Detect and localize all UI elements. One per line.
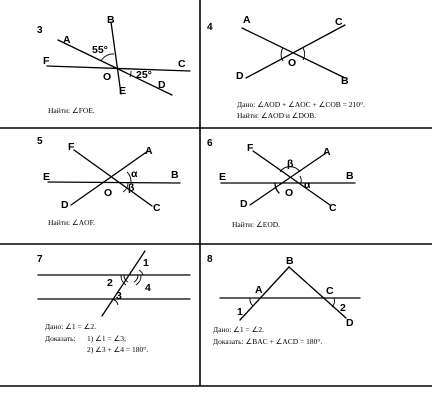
point-label-d: D bbox=[346, 317, 354, 329]
point-label-a: A bbox=[255, 284, 263, 296]
angle-arc-aod bbox=[280, 47, 284, 62]
find-text: Найти: ∠EOD. bbox=[232, 220, 280, 229]
angle-label-55: 55° bbox=[92, 44, 108, 56]
given-text: Дано: ∠1 = ∠2. bbox=[45, 322, 96, 331]
point-label-a: A bbox=[323, 146, 331, 158]
point-label-b: B bbox=[171, 169, 179, 181]
point-label-d: D bbox=[240, 198, 248, 210]
point-label-o: O bbox=[285, 187, 293, 199]
problem-number: 4 bbox=[207, 22, 213, 33]
line-ad bbox=[57, 39, 173, 96]
prove-text: Доказать: ∠BAC + ∠ACD = 180°. bbox=[213, 337, 322, 346]
angle-arc-2 bbox=[123, 274, 129, 283]
point-label-d: D bbox=[158, 79, 166, 91]
point-label-b: B bbox=[107, 14, 115, 26]
angle-label-25: 25° bbox=[136, 69, 152, 81]
angle-arc-cob bbox=[302, 47, 305, 61]
point-label-a: A bbox=[63, 34, 71, 46]
prove-item-1: 1) ∠1 = ∠3; bbox=[87, 334, 126, 343]
point-label-e: E bbox=[119, 85, 126, 97]
point-label-b: B bbox=[346, 170, 354, 182]
line-fc bbox=[73, 149, 153, 207]
point-label-c: C bbox=[326, 285, 334, 297]
point-label-a: A bbox=[243, 14, 251, 26]
given-text: Дано: ∠AOD + ∠AOC + ∠COB = 210°. bbox=[237, 100, 365, 109]
angle-arc-beta bbox=[122, 181, 129, 193]
find-text: Найти: ∠AOD и ∠DOB. bbox=[237, 111, 316, 120]
angle-label-1: 1 bbox=[143, 257, 149, 269]
angle-arc-2b bbox=[120, 274, 127, 286]
point-label-o: O bbox=[103, 71, 111, 83]
angle-label-alpha: α bbox=[131, 168, 138, 180]
point-label-d: D bbox=[236, 70, 244, 82]
angle-label-4: 4 bbox=[145, 282, 151, 294]
line-fc bbox=[252, 150, 331, 206]
angle-arc-25 bbox=[129, 70, 132, 78]
angle-arc-4 bbox=[133, 274, 139, 283]
angle-label-alpha: α bbox=[304, 179, 311, 191]
prove-item-2: 2) ∠3 + ∠4 = 180°. bbox=[87, 345, 148, 354]
line-be bbox=[110, 21, 122, 95]
grid-lines bbox=[0, 0, 432, 387]
problem-number: 3 bbox=[37, 25, 43, 36]
angle-arc-2 bbox=[331, 297, 335, 308]
problem-7: 7 1 2 4 3 Дано: ∠1 = ∠2. Доказать: 1) ∠1… bbox=[37, 250, 191, 354]
problem-4: 4 A C O D B Дано: ∠AOD + ∠AOC + ∠COB = 2… bbox=[207, 14, 365, 120]
angle-arc-eod bbox=[274, 182, 280, 194]
point-label-f: F bbox=[43, 55, 50, 67]
problem-number: 7 bbox=[37, 254, 43, 265]
problem-8: 8 B A C D 1 2 Дано: ∠1 = ∠2. Доказать: ∠… bbox=[207, 254, 361, 346]
angle-label-3: 3 bbox=[116, 290, 122, 302]
point-label-c: C bbox=[153, 202, 161, 214]
point-label-b: B bbox=[341, 75, 349, 87]
given-text: Дано: ∠1 = ∠2. bbox=[213, 325, 264, 334]
angle-label-beta: β bbox=[128, 182, 135, 194]
problem-5: 5 F A E B D C O α β Найти: ∠AOF. bbox=[37, 136, 181, 227]
point-label-o: O bbox=[104, 187, 112, 199]
line-ad bbox=[249, 152, 327, 206]
angle-arc-alpha bbox=[299, 175, 302, 184]
prove-label: Доказать: bbox=[45, 334, 76, 343]
angle-label-beta: β bbox=[287, 158, 294, 170]
angle-arc-1 bbox=[138, 269, 144, 276]
angle-arc-55 bbox=[100, 53, 115, 62]
point-label-b: B bbox=[286, 255, 294, 267]
point-label-f: F bbox=[68, 141, 75, 153]
angle-label-1: 1 bbox=[237, 306, 243, 318]
problem-6: 6 F A E B D C O β α Найти: ∠EOD. bbox=[207, 138, 356, 229]
find-text: Найти: ∠FOE. bbox=[48, 106, 95, 115]
angle-arc-alpha bbox=[126, 171, 132, 183]
line-cd bbox=[245, 24, 346, 79]
problem-number: 5 bbox=[37, 136, 43, 147]
point-label-c: C bbox=[329, 202, 337, 214]
angle-arc-1 bbox=[249, 297, 254, 307]
problem-3: 3 B A F C O E D 55° 25° Найти: ∠FOE. bbox=[37, 14, 191, 115]
point-label-e: E bbox=[219, 171, 226, 183]
angle-label-2: 2 bbox=[340, 302, 346, 314]
point-label-c: C bbox=[335, 16, 343, 28]
segment-ab bbox=[239, 266, 290, 321]
point-label-e: E bbox=[43, 171, 50, 183]
point-label-c: C bbox=[178, 58, 186, 70]
problem-number: 6 bbox=[207, 138, 213, 149]
problem-number: 8 bbox=[207, 254, 213, 265]
line-ad bbox=[70, 150, 149, 206]
segment-bd bbox=[288, 266, 347, 319]
angle-arc-beta bbox=[279, 166, 301, 173]
line-eb bbox=[47, 181, 181, 184]
point-label-a: A bbox=[145, 145, 153, 157]
point-label-d: D bbox=[61, 199, 69, 211]
point-label-f: F bbox=[247, 142, 254, 154]
angle-arc-4b bbox=[135, 274, 142, 286]
angle-label-2: 2 bbox=[107, 277, 113, 289]
angle-arc-3 bbox=[111, 298, 119, 306]
point-label-o: O bbox=[288, 57, 296, 69]
find-text: Найти: ∠AOF. bbox=[48, 218, 95, 227]
